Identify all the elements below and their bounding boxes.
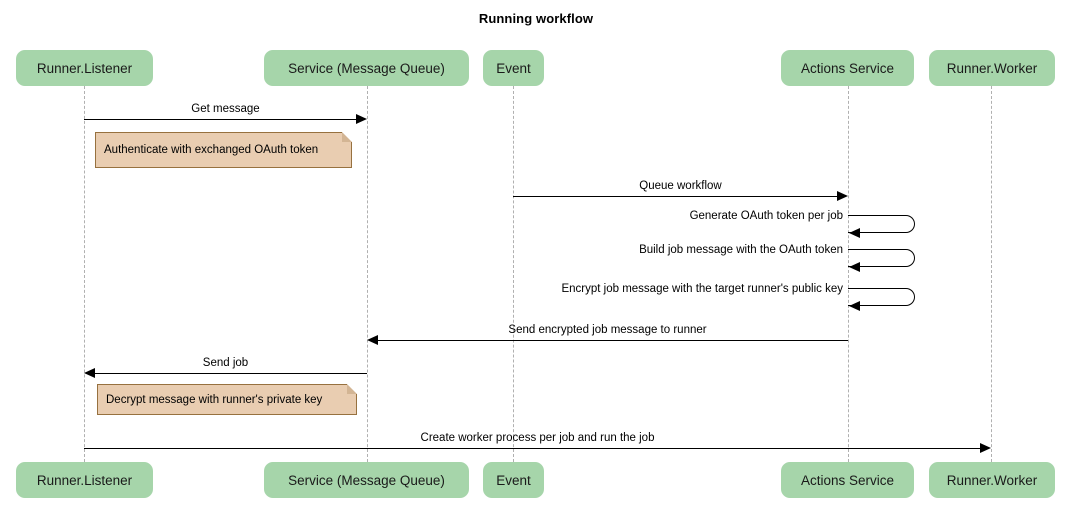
participant-label: Service (Message Queue) <box>288 60 445 76</box>
participant-label: Actions Service <box>800 60 895 76</box>
message-label-generate-token: Generate OAuth token per job <box>689 210 843 222</box>
participant-label: Actions Service <box>800 472 895 488</box>
note-fold-fill-authenticate <box>342 132 352 142</box>
message-label-send-job: Send job <box>202 357 249 369</box>
message-label-queue-workflow: Queue workflow <box>639 180 722 192</box>
message-label-create-worker: Create worker process per job and run th… <box>420 432 655 444</box>
page-title: Running workflow <box>478 11 594 26</box>
participant-label: Runner.Worker <box>946 472 1038 488</box>
arrowhead-right-get-message <box>356 114 367 124</box>
participant-label: Service (Message Queue) <box>288 472 445 488</box>
note-label: Decrypt message with runner's private ke… <box>106 393 323 406</box>
arrowhead-left-encrypt-job-msg <box>849 301 860 311</box>
participant-runner-listener-bottom[interactable]: Runner.Listener <box>16 462 153 498</box>
arrowhead-left-send-encrypted <box>367 335 378 345</box>
lifeline-runner-worker <box>991 86 992 462</box>
message-label-get-message: Get message <box>191 103 260 115</box>
message-line-get-message <box>84 119 356 120</box>
participant-label: Runner.Worker <box>946 60 1038 76</box>
arrowhead-left-send-job <box>84 368 95 378</box>
participant-label: Runner.Listener <box>36 472 133 488</box>
participant-runner-worker-top[interactable]: Runner.Worker <box>929 50 1055 86</box>
arrowhead-right-create-worker <box>980 443 991 453</box>
participant-event-bottom[interactable]: Event <box>483 462 544 498</box>
message-label-build-job-msg: Build job message with the OAuth token <box>639 244 843 256</box>
note-label: Authenticate with exchanged OAuth token <box>104 144 319 156</box>
participant-service-mq-top[interactable]: Service (Message Queue) <box>264 50 469 86</box>
participant-label: Event <box>496 60 531 76</box>
note-fold-fill-decrypt <box>347 384 357 394</box>
arrowhead-right-queue-workflow <box>837 191 848 201</box>
message-line-send-job <box>95 373 367 374</box>
message-line-create-worker <box>84 448 980 449</box>
arrowhead-left-build-job-msg <box>849 262 860 272</box>
lifeline-actions-service <box>848 86 849 462</box>
selfloop-encrypt-job-msg <box>848 288 915 306</box>
lifeline-service-mq <box>367 86 368 462</box>
note-decrypt: Decrypt message with runner's private ke… <box>97 384 357 415</box>
selfloop-generate-token <box>848 215 915 233</box>
arrowhead-left-generate-token <box>849 228 860 238</box>
participant-actions-service-bottom[interactable]: Actions Service <box>781 462 914 498</box>
message-label-encrypt-job-msg: Encrypt job message with the target runn… <box>561 283 843 295</box>
participant-service-mq-bottom[interactable]: Service (Message Queue) <box>264 462 469 498</box>
participant-runner-worker-bottom[interactable]: Runner.Worker <box>929 462 1055 498</box>
message-line-queue-workflow <box>513 196 837 197</box>
selfloop-build-job-msg <box>848 249 915 267</box>
lifeline-runner-listener <box>84 86 85 462</box>
participant-label: Event <box>496 472 531 488</box>
message-line-send-encrypted <box>378 340 848 341</box>
participant-runner-listener-top[interactable]: Runner.Listener <box>16 50 153 86</box>
participant-actions-service-top[interactable]: Actions Service <box>781 50 914 86</box>
participant-label: Runner.Listener <box>36 60 133 76</box>
lifeline-event <box>513 86 514 462</box>
note-authenticate: Authenticate with exchanged OAuth token <box>95 132 352 168</box>
message-label-send-encrypted: Send encrypted job message to runner <box>508 324 707 336</box>
participant-event-top[interactable]: Event <box>483 50 544 86</box>
